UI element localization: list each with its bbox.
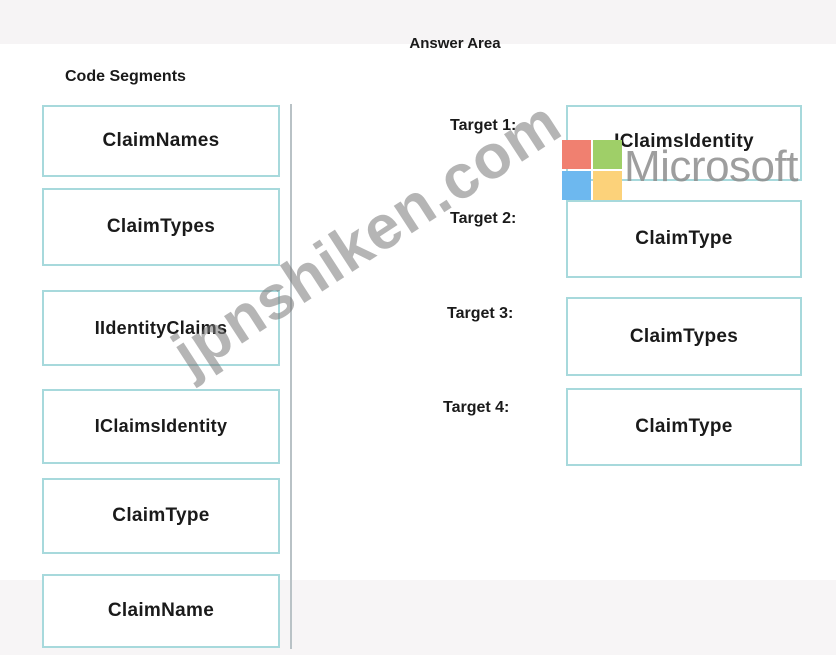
code-segment-claimname[interactable]: ClaimName [42,574,280,648]
target-4-dropzone[interactable]: ClaimType [566,388,802,466]
microsoft-wordmark: Microsoft [624,142,798,191]
code-segments-title: Code Segments [65,68,186,85]
microsoft-logo-icon [562,140,622,200]
code-segment-claimtype[interactable]: ClaimType [42,478,280,554]
logo-yellow-square [593,171,622,200]
target-3-label: Target 3: [447,305,514,322]
column-divider [290,104,292,649]
code-segment-claimnames[interactable]: ClaimNames [42,105,280,177]
target-4-label: Target 4: [443,399,510,416]
target-2-dropzone[interactable]: ClaimType [566,200,802,278]
target-3-dropzone[interactable]: ClaimTypes [566,297,802,376]
target-2-label: Target 2: [450,210,517,227]
code-segment-iclaimsidentity[interactable]: IClaimsIdentity [42,389,280,464]
logo-green-square [593,140,622,169]
code-segment-claimtypes[interactable]: ClaimTypes [42,188,280,266]
logo-red-square [562,140,591,169]
top-band [0,0,836,44]
answer-area-title: Answer Area [409,35,501,52]
target-1-label: Target 1: [450,117,517,134]
logo-blue-square [562,171,591,200]
code-segment-iidentityclaims[interactable]: IIdentityClaims [42,290,280,366]
